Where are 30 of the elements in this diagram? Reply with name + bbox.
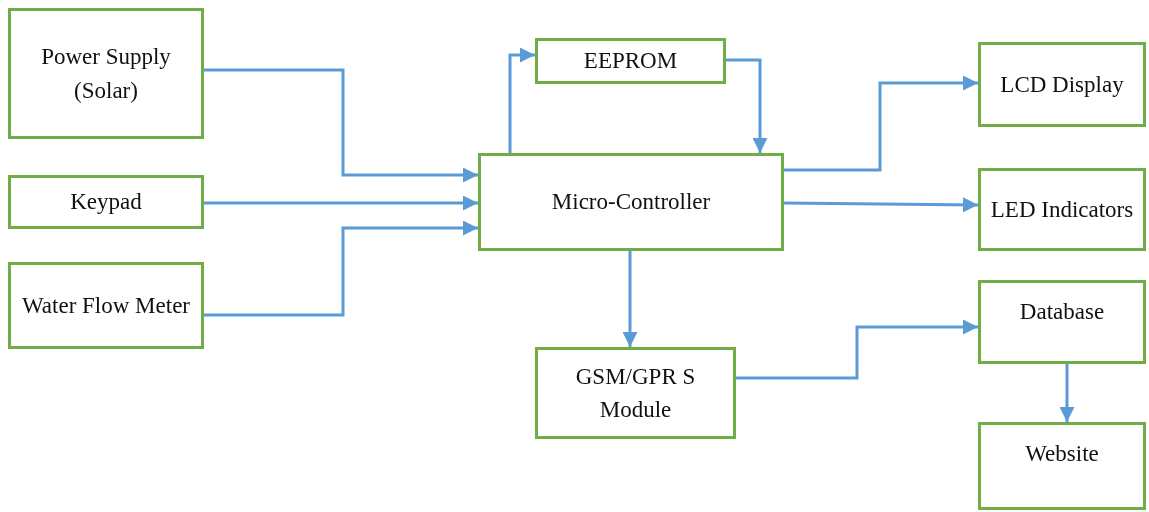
box-label: LED Indicators [990, 195, 1134, 224]
process-box [535, 347, 736, 439]
process-box [8, 262, 204, 349]
arrow [204, 220, 478, 317]
box-label: Database [1019, 298, 1105, 326]
box-label: Water Flow Meter [21, 291, 190, 320]
arrow [784, 75, 978, 172]
process-box [535, 38, 726, 84]
arrow [736, 319, 978, 380]
arrow [622, 251, 638, 347]
box-label: LCD Display [1000, 70, 1124, 99]
process-box [978, 168, 1146, 251]
box-label: Keypad [70, 188, 142, 217]
box-label: Website [1025, 440, 1099, 468]
process-box [978, 42, 1146, 127]
process-box [978, 422, 1146, 510]
box-label: Micro-Controller [551, 188, 711, 217]
arrow [204, 195, 478, 211]
process-box [8, 175, 204, 229]
arrow [204, 68, 478, 183]
arrow [508, 47, 535, 153]
arrow [784, 197, 978, 213]
arrow [1059, 364, 1075, 422]
process-box [8, 8, 204, 139]
process-box [478, 153, 784, 251]
box-label: Power Supply (Solar) [40, 43, 172, 105]
box-label: GSM/GPR S Module [574, 362, 697, 424]
process-box [978, 280, 1146, 364]
box-label: EEPROM [583, 47, 678, 76]
arrow [726, 58, 768, 153]
